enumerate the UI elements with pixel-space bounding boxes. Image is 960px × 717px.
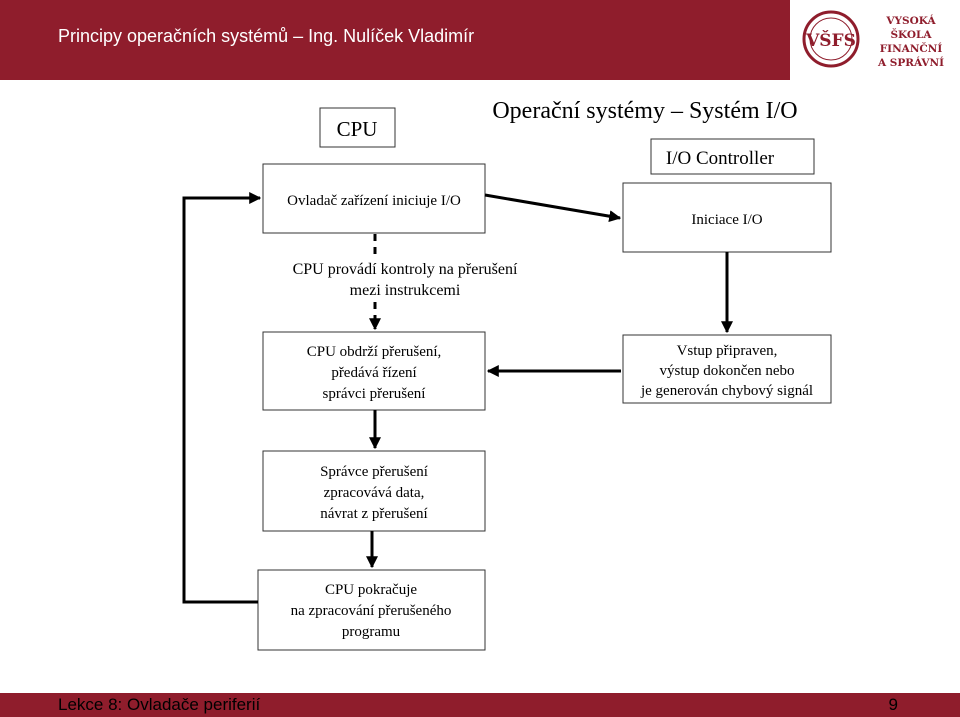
box-cpu-resumes-line-2: na zpracování přerušeného <box>291 603 452 619</box>
box-handler-line-3: návrat z přerušení <box>320 506 427 522</box>
io-flow-diagram: Operační systémy – Systém I/O CPU I/O Co… <box>182 98 832 651</box>
box-cpu-receives-line-1: CPU obdrží přerušení, <box>307 344 442 360</box>
page-number: 9 <box>888 695 898 714</box>
arrow-loop-back-to-driver <box>182 192 262 604</box>
box-driver-initiates-text: Ovladač zařízení iniciuje I/O <box>287 193 461 209</box>
cpu-label-box <box>319 107 396 148</box>
box-cpu-receives-line-3: správci přerušení <box>323 386 426 402</box>
box-io-initiation-text: Iniciace I/O <box>691 212 762 228</box>
box-cpu-resumes-line-1: CPU pokračuje <box>325 582 417 598</box>
box-io-initiation <box>622 182 832 253</box>
cpu-label: CPU <box>337 117 378 141</box>
logo-text-line-2: FINANČNÍ <box>879 43 943 55</box>
logo-mark-text: VŠFS <box>805 30 856 51</box>
cpu-checks-note-line-1: CPU provádí kontroly na přerušení <box>293 261 518 278</box>
box-input-ready-line-3: je generován chybový signál <box>640 383 813 399</box>
box-input-ready-line-1: Vstup připraven, <box>677 343 778 359</box>
arrow-driver-to-io-initiation <box>484 193 622 223</box>
logo-text-line-3: A SPRÁVNÍ <box>877 57 945 69</box>
io-controller-label-box <box>650 138 815 175</box>
slide-header-title: Principy operačních systémů – Ing. Nulíč… <box>58 26 475 46</box>
box-handler-line-1: Správce přerušení <box>320 464 428 480</box>
cpu-checks-note-line-2: mezi instrukcemi <box>350 282 461 299</box>
logo-text-line-1: VYSOKÁ ŠKOLA <box>886 15 936 41</box>
slide-footer: Lekce 8: Ovladače periferií 9 <box>0 693 960 717</box>
logo-text: VYSOKÁ ŠKOLA FINANČNÍ A SPRÁVNÍ <box>866 14 956 70</box>
diagram-title: Operační systémy – Systém I/O <box>492 98 797 124</box>
box-handler <box>262 450 486 532</box>
vsfs-logo-icon: VŠFS <box>802 10 860 68</box>
school-logo: VŠFS VYSOKÁ ŠKOLA FINANČNÍ A SPRÁVNÍ <box>790 0 960 80</box>
slide-header: Principy operačních systémů – Ing. Nulíč… <box>0 0 960 80</box>
box-input-ready <box>622 334 832 404</box>
lecture-title: Lekce 8: Ovladače periferií <box>58 695 261 714</box>
box-input-ready-line-2: výstup dokončen nebo <box>660 363 795 379</box>
box-cpu-receives-line-2: předává řízení <box>331 365 416 381</box>
box-handler-line-2: zpracovává data, <box>324 485 425 501</box>
io-controller-label: I/O Controller <box>666 148 775 169</box>
box-cpu-resumes <box>257 569 486 651</box>
box-driver-initiates <box>262 163 486 234</box>
box-cpu-receives <box>262 331 486 411</box>
box-cpu-resumes-line-3: programu <box>342 624 401 640</box>
